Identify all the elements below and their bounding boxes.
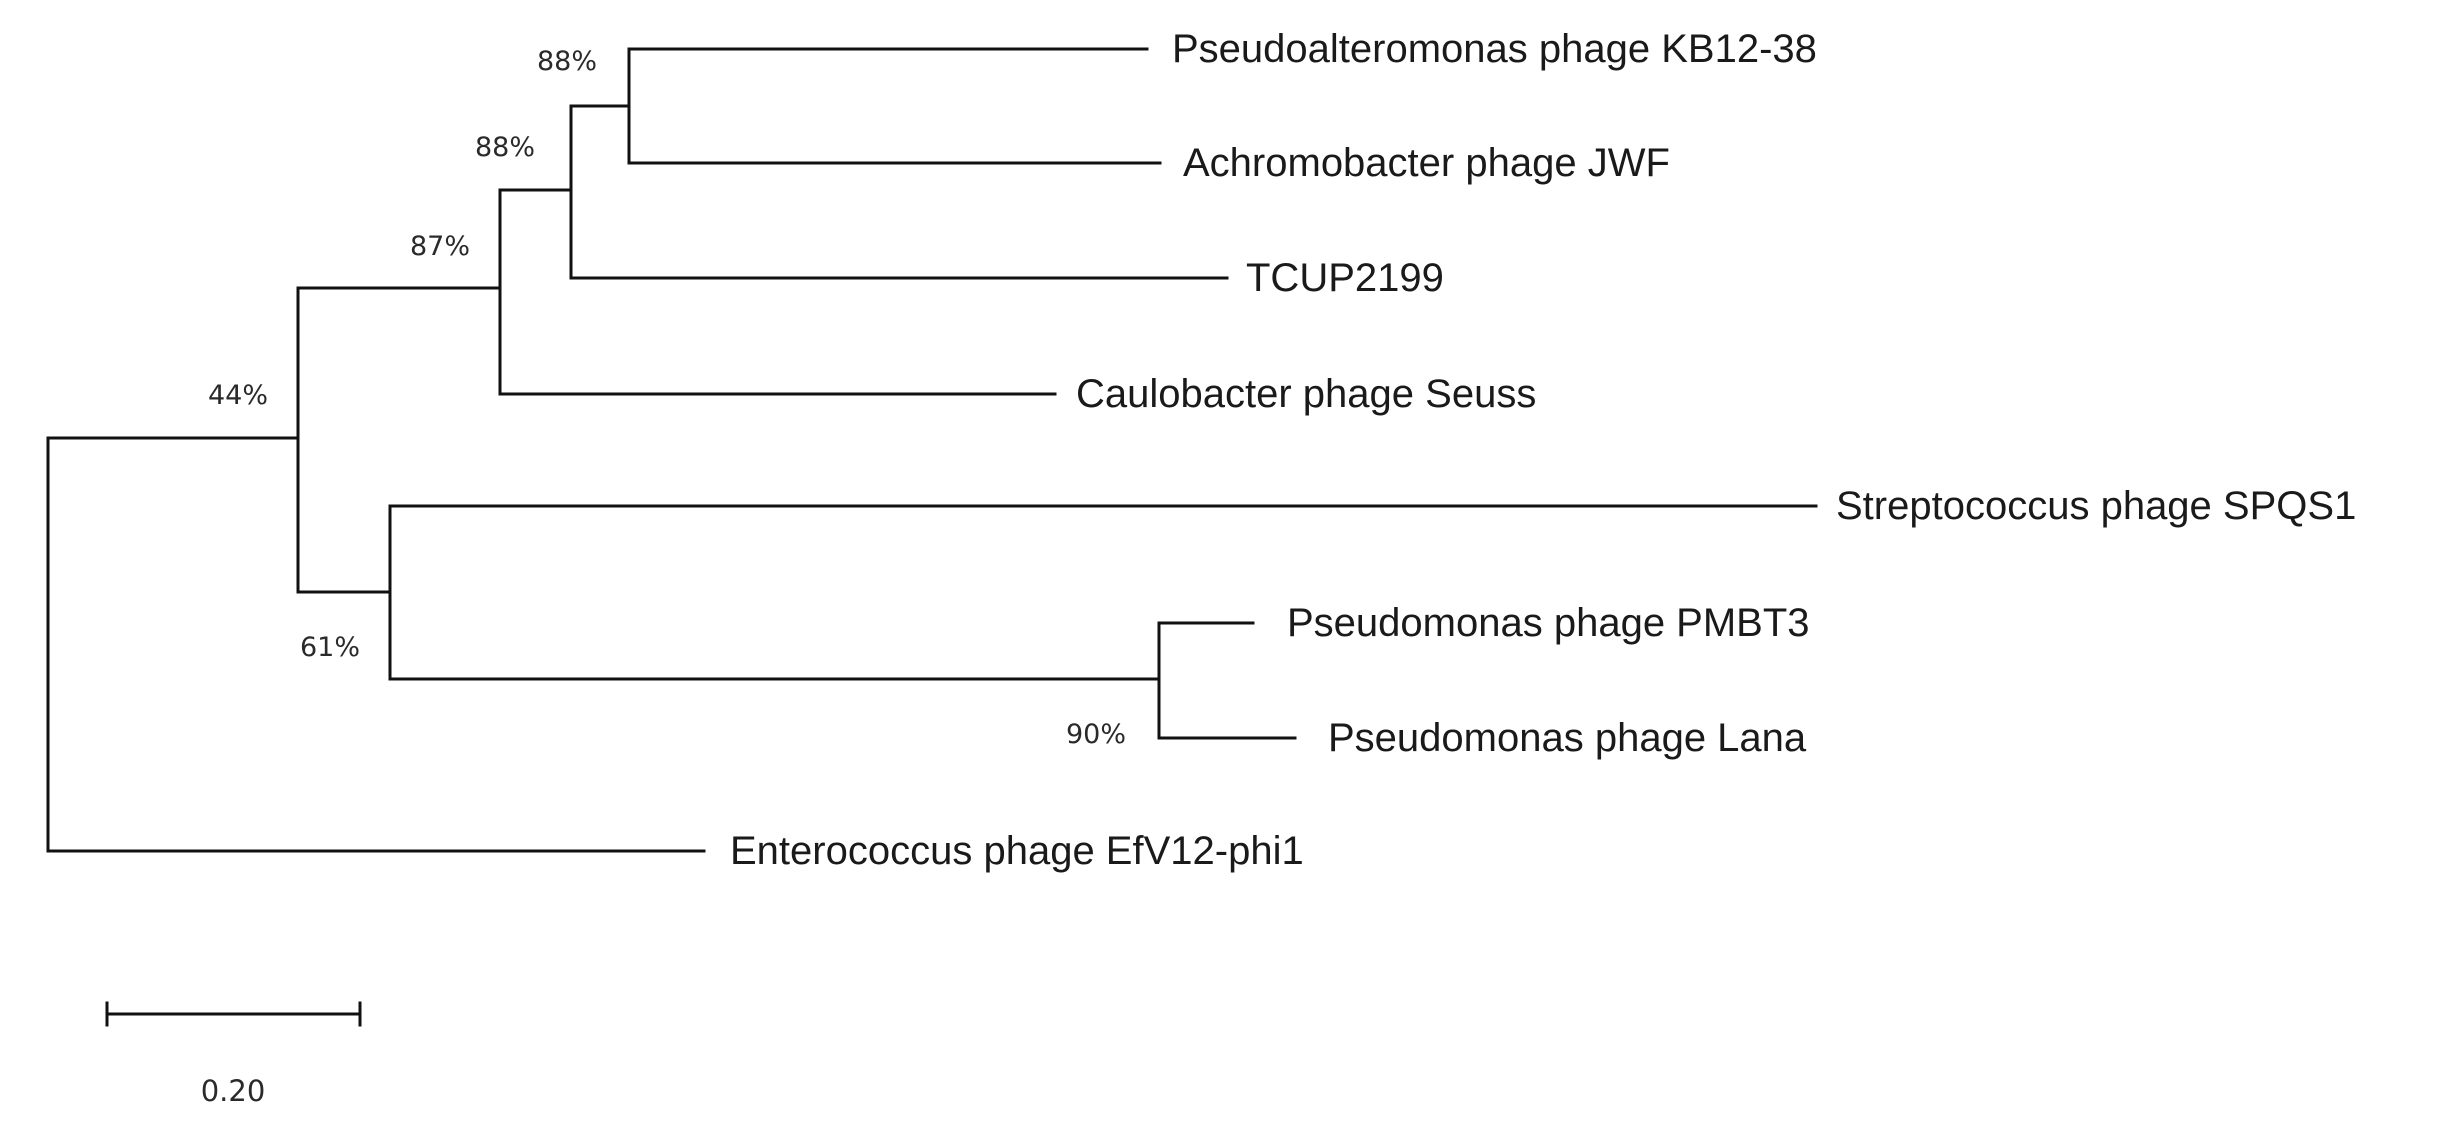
- leaf-label-lana: Pseudomonas phage Lana: [1328, 716, 1807, 760]
- support-label-tcup-clade: 88%: [475, 132, 535, 163]
- support-label-pseudomonas-pair: 90%: [1066, 719, 1126, 750]
- scale-bar: 0.20: [105, 1001, 362, 1108]
- leaf-label-enterococcus: Enterococcus phage EfV12-phi1: [730, 829, 1304, 873]
- scale-bar-label: 0.20: [201, 1074, 266, 1108]
- support-label-upper-root: 44%: [208, 380, 268, 411]
- leaf-label-spqs1: Streptococcus phage SPQS1: [1836, 484, 2356, 528]
- tree-branches: [46, 47, 1818, 853]
- support-labels: 88% 88% 87% 44% 61% 90%: [208, 46, 1126, 750]
- support-label-kb12-jwf: 88%: [537, 46, 597, 77]
- support-label-seuss-clade: 87%: [410, 231, 470, 262]
- support-label-lower-clade: 61%: [300, 632, 360, 663]
- leaf-label-pmbt3: Pseudomonas phage PMBT3: [1287, 601, 1810, 645]
- leaf-labels: Pseudoalteromonas phage KB12-38 Achromob…: [730, 27, 2356, 873]
- leaf-label-caulobacter: Caulobacter phage Seuss: [1076, 372, 1536, 416]
- leaf-label-tcup2199: TCUP2199: [1246, 256, 1444, 300]
- leaf-label-jwf: Achromobacter phage JWF: [1183, 141, 1670, 185]
- leaf-label-kb12-38: Pseudoalteromonas phage KB12-38: [1172, 27, 1817, 71]
